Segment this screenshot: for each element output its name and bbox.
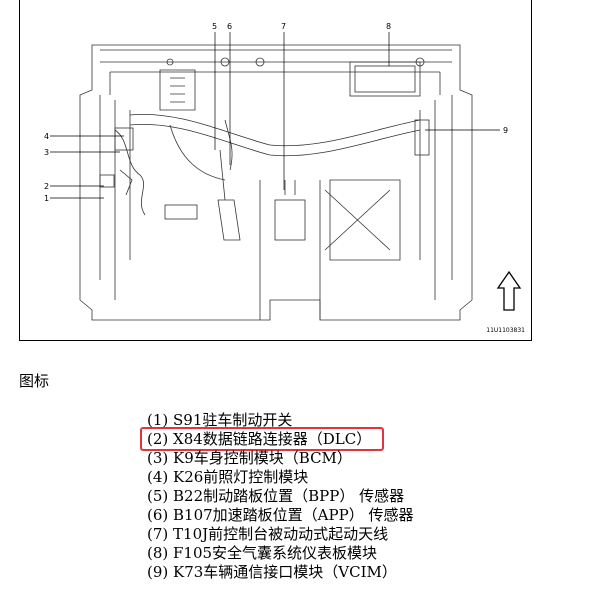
callout-7: 7 bbox=[281, 22, 286, 31]
legend-item: (7) T10J前控制台被动动式起动天线 bbox=[147, 525, 389, 543]
figure-code: 11U1103831 bbox=[486, 327, 525, 334]
callout-1: 1 bbox=[44, 194, 49, 203]
legend-item: (1) S91驻车制动开关 bbox=[147, 411, 293, 429]
dashboard-diagram: 1 2 3 4 5 6 7 8 9 bbox=[44, 22, 522, 321]
legend-item: (9) K73车辆通信接口模块（VCIM） bbox=[147, 563, 397, 581]
caption: 图标 bbox=[19, 372, 50, 390]
callout-9: 9 bbox=[503, 126, 508, 135]
highlight-box bbox=[140, 427, 384, 451]
callout-3: 3 bbox=[44, 148, 49, 157]
legend-item: (4) K26前照灯控制模块 bbox=[147, 468, 309, 486]
legend-list: (1) S91驻车制动开关 (2) X84数据链路连接器（DLC） (3) K9… bbox=[147, 411, 413, 582]
up-arrow-icon bbox=[496, 270, 522, 311]
legend-item: (6) B107加速踏板位置（APP） 传感器 bbox=[147, 506, 414, 524]
legend-item: (5) B22制动踏板位置（BPP） 传感器 bbox=[147, 487, 405, 505]
callout-6: 6 bbox=[227, 22, 232, 31]
callout-4: 4 bbox=[44, 132, 49, 141]
callout-2: 2 bbox=[44, 182, 49, 191]
legend-item: (2) X84数据链路连接器（DLC） bbox=[147, 430, 372, 448]
legend-item: (8) F105安全气囊系统仪表板模块 bbox=[147, 544, 378, 562]
callout-8: 8 bbox=[386, 22, 391, 31]
callout-5: 5 bbox=[212, 22, 217, 31]
component-locator-figure: 1 2 3 4 5 6 7 8 9 11U1103831 bbox=[19, 0, 532, 341]
legend-item: (3) K9车身控制模块（BCM） bbox=[147, 449, 352, 467]
